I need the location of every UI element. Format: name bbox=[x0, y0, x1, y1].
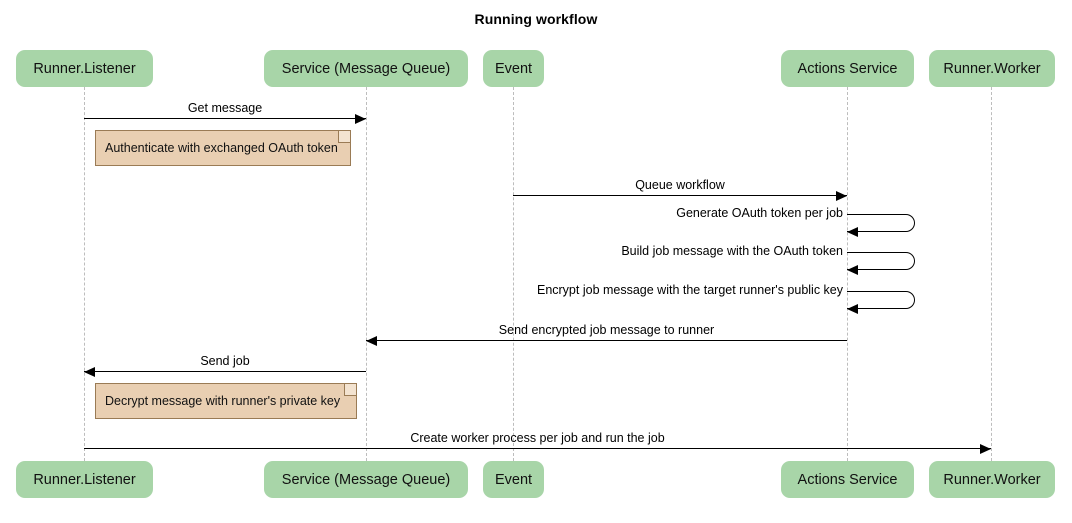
lifeline-service-message-queue bbox=[366, 87, 367, 461]
note-fold-corner-icon bbox=[338, 131, 350, 143]
lifeline-runner-listener bbox=[84, 87, 85, 461]
message-line-queue-workflow bbox=[513, 191, 847, 201]
participant-service-message-queue-header[interactable]: Service (Message Queue) bbox=[264, 50, 468, 87]
participant-runner-listener-footer[interactable]: Runner.Listener bbox=[16, 461, 153, 498]
note-text: Authenticate with exchanged OAuth token bbox=[105, 141, 338, 155]
self-call-loop-encrypt-job-message bbox=[847, 291, 915, 309]
participant-label: Service (Message Queue) bbox=[281, 60, 451, 77]
message-line-get-message bbox=[84, 114, 366, 124]
note-authenticate-note: Authenticate with exchanged OAuth token bbox=[95, 130, 351, 166]
arrowhead-right-icon bbox=[980, 444, 991, 454]
participant-event-footer[interactable]: Event bbox=[483, 461, 544, 498]
self-call-loop-build-job-message bbox=[847, 252, 915, 270]
message-label-queue-workflow: Queue workflow bbox=[635, 178, 725, 192]
lifeline-event bbox=[513, 87, 514, 461]
participant-label: Actions Service bbox=[797, 60, 898, 77]
message-label-send-job: Send job bbox=[200, 354, 250, 368]
arrowhead-left-icon bbox=[847, 227, 858, 237]
participant-runner-worker-header[interactable]: Runner.Worker bbox=[929, 50, 1055, 87]
self-call-label-encrypt-job-message: Encrypt job message with the target runn… bbox=[536, 283, 843, 297]
participant-runner-listener-header[interactable]: Runner.Listener bbox=[16, 50, 153, 87]
self-call-label-build-job-message: Build job message with the OAuth token bbox=[621, 244, 843, 258]
participant-label: Event bbox=[494, 60, 533, 77]
note-text: Decrypt message with runner's private ke… bbox=[105, 394, 341, 408]
arrowhead-left-icon bbox=[366, 336, 377, 346]
participant-label: Runner.Worker bbox=[943, 60, 1041, 77]
message-label-send-encrypted-job-message: Send encrypted job message to runner bbox=[498, 323, 715, 337]
note-decrypt-note: Decrypt message with runner's private ke… bbox=[95, 383, 357, 419]
participant-label: Actions Service bbox=[797, 471, 898, 488]
message-label-get-message: Get message bbox=[187, 101, 263, 115]
note-fold-corner-icon bbox=[344, 384, 356, 396]
arrowhead-right-icon bbox=[355, 114, 366, 124]
lifeline-runner-worker bbox=[991, 87, 992, 461]
participant-label: Runner.Worker bbox=[943, 471, 1041, 488]
arrowhead-right-icon bbox=[836, 191, 847, 201]
message-line-create-worker-process bbox=[84, 444, 991, 454]
arrowhead-left-icon bbox=[847, 304, 858, 314]
message-line-send-job bbox=[84, 367, 366, 377]
participant-label: Service (Message Queue) bbox=[281, 471, 451, 488]
participant-runner-worker-footer[interactable]: Runner.Worker bbox=[929, 461, 1055, 498]
participant-label: Runner.Listener bbox=[33, 60, 136, 77]
participant-actions-service-footer[interactable]: Actions Service bbox=[781, 461, 914, 498]
message-line-send-encrypted-job-message bbox=[366, 336, 847, 346]
arrowhead-left-icon bbox=[847, 265, 858, 275]
participant-actions-service-header[interactable]: Actions Service bbox=[781, 50, 914, 87]
self-call-label-generate-oauth-token: Generate OAuth token per job bbox=[676, 206, 843, 220]
participant-label: Runner.Listener bbox=[33, 471, 136, 488]
arrowhead-left-icon bbox=[84, 367, 95, 377]
participant-event-header[interactable]: Event bbox=[483, 50, 544, 87]
message-label-create-worker-process: Create worker process per job and run th… bbox=[410, 431, 665, 445]
participant-service-message-queue-footer[interactable]: Service (Message Queue) bbox=[264, 461, 468, 498]
self-call-loop-generate-oauth-token bbox=[847, 214, 915, 232]
participant-label: Event bbox=[494, 471, 533, 488]
page-title: Running workflow bbox=[474, 11, 598, 27]
